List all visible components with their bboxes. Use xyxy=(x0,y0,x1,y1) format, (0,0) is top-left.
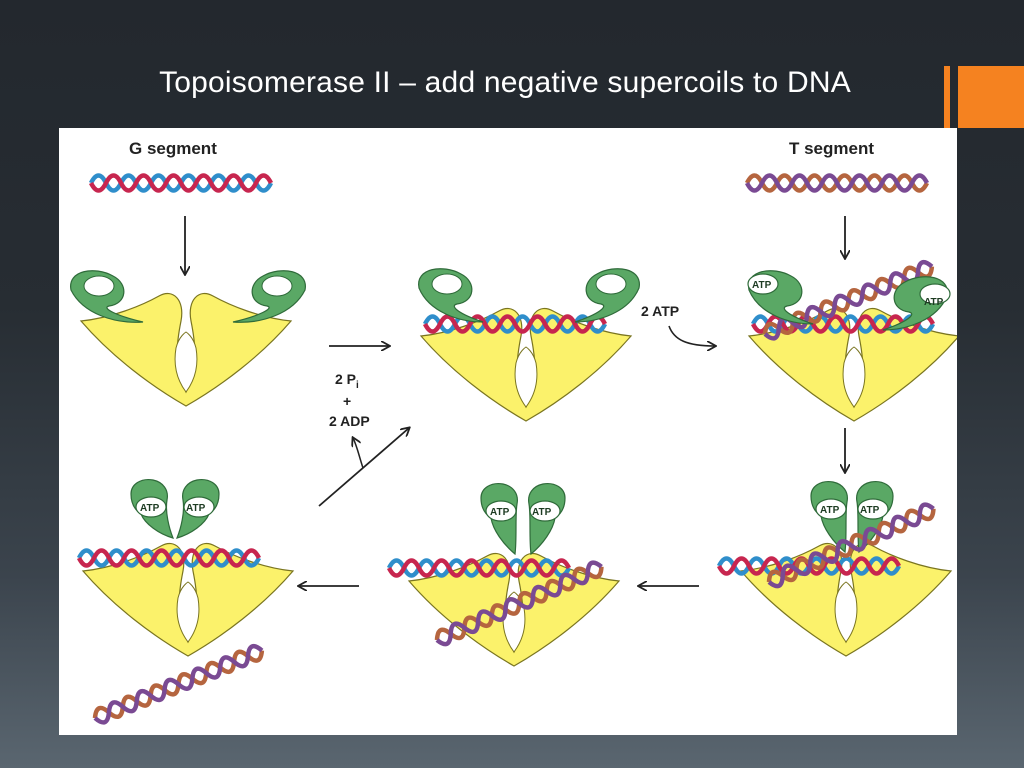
slide-title: Topoisomerase II – add negative supercoi… xyxy=(159,66,851,99)
enzyme-stage-2 xyxy=(418,268,640,422)
enzyme-stage-5: ATP ATP xyxy=(389,483,620,667)
arrow-diagonal xyxy=(318,428,409,507)
atp-badge-label: ATP xyxy=(752,280,772,291)
enzyme-stage-4: ATP ATP xyxy=(719,481,952,657)
g-segment-dna xyxy=(91,176,271,191)
enzyme-stage-6: ATP ATP xyxy=(79,479,294,725)
enzyme-stage-3: ATP ATP xyxy=(747,260,957,422)
atp-badge-label: ATP xyxy=(140,503,160,514)
release-plus: + xyxy=(343,393,351,409)
accent-bar-thin xyxy=(944,66,950,128)
atp-badge-label: ATP xyxy=(820,505,840,516)
topoisomerase-diagram: G segment T segment 2 ATP xyxy=(59,128,957,735)
accent-bar-wide xyxy=(958,66,1024,128)
step-atp-label: 2 ATP xyxy=(641,303,679,319)
atp-badge-label: ATP xyxy=(532,507,552,518)
t-segment-dna xyxy=(747,176,927,191)
t-segment-label: T segment xyxy=(789,139,874,158)
release-adp-label: 2 ADP xyxy=(329,413,370,429)
release-pi-label: 2 Pi xyxy=(335,371,359,391)
atp-badge-label: ATP xyxy=(860,505,880,516)
arrow-atp xyxy=(668,325,715,346)
atp-badge-label: ATP xyxy=(186,503,206,514)
arrow-release xyxy=(353,438,364,469)
g-segment-label: G segment xyxy=(129,139,217,158)
enzyme-stage-1 xyxy=(70,270,306,407)
diagram-canvas: G segment T segment 2 ATP xyxy=(70,139,957,735)
atp-badge-label: ATP xyxy=(490,507,510,518)
atp-badge-label: ATP xyxy=(924,297,944,308)
